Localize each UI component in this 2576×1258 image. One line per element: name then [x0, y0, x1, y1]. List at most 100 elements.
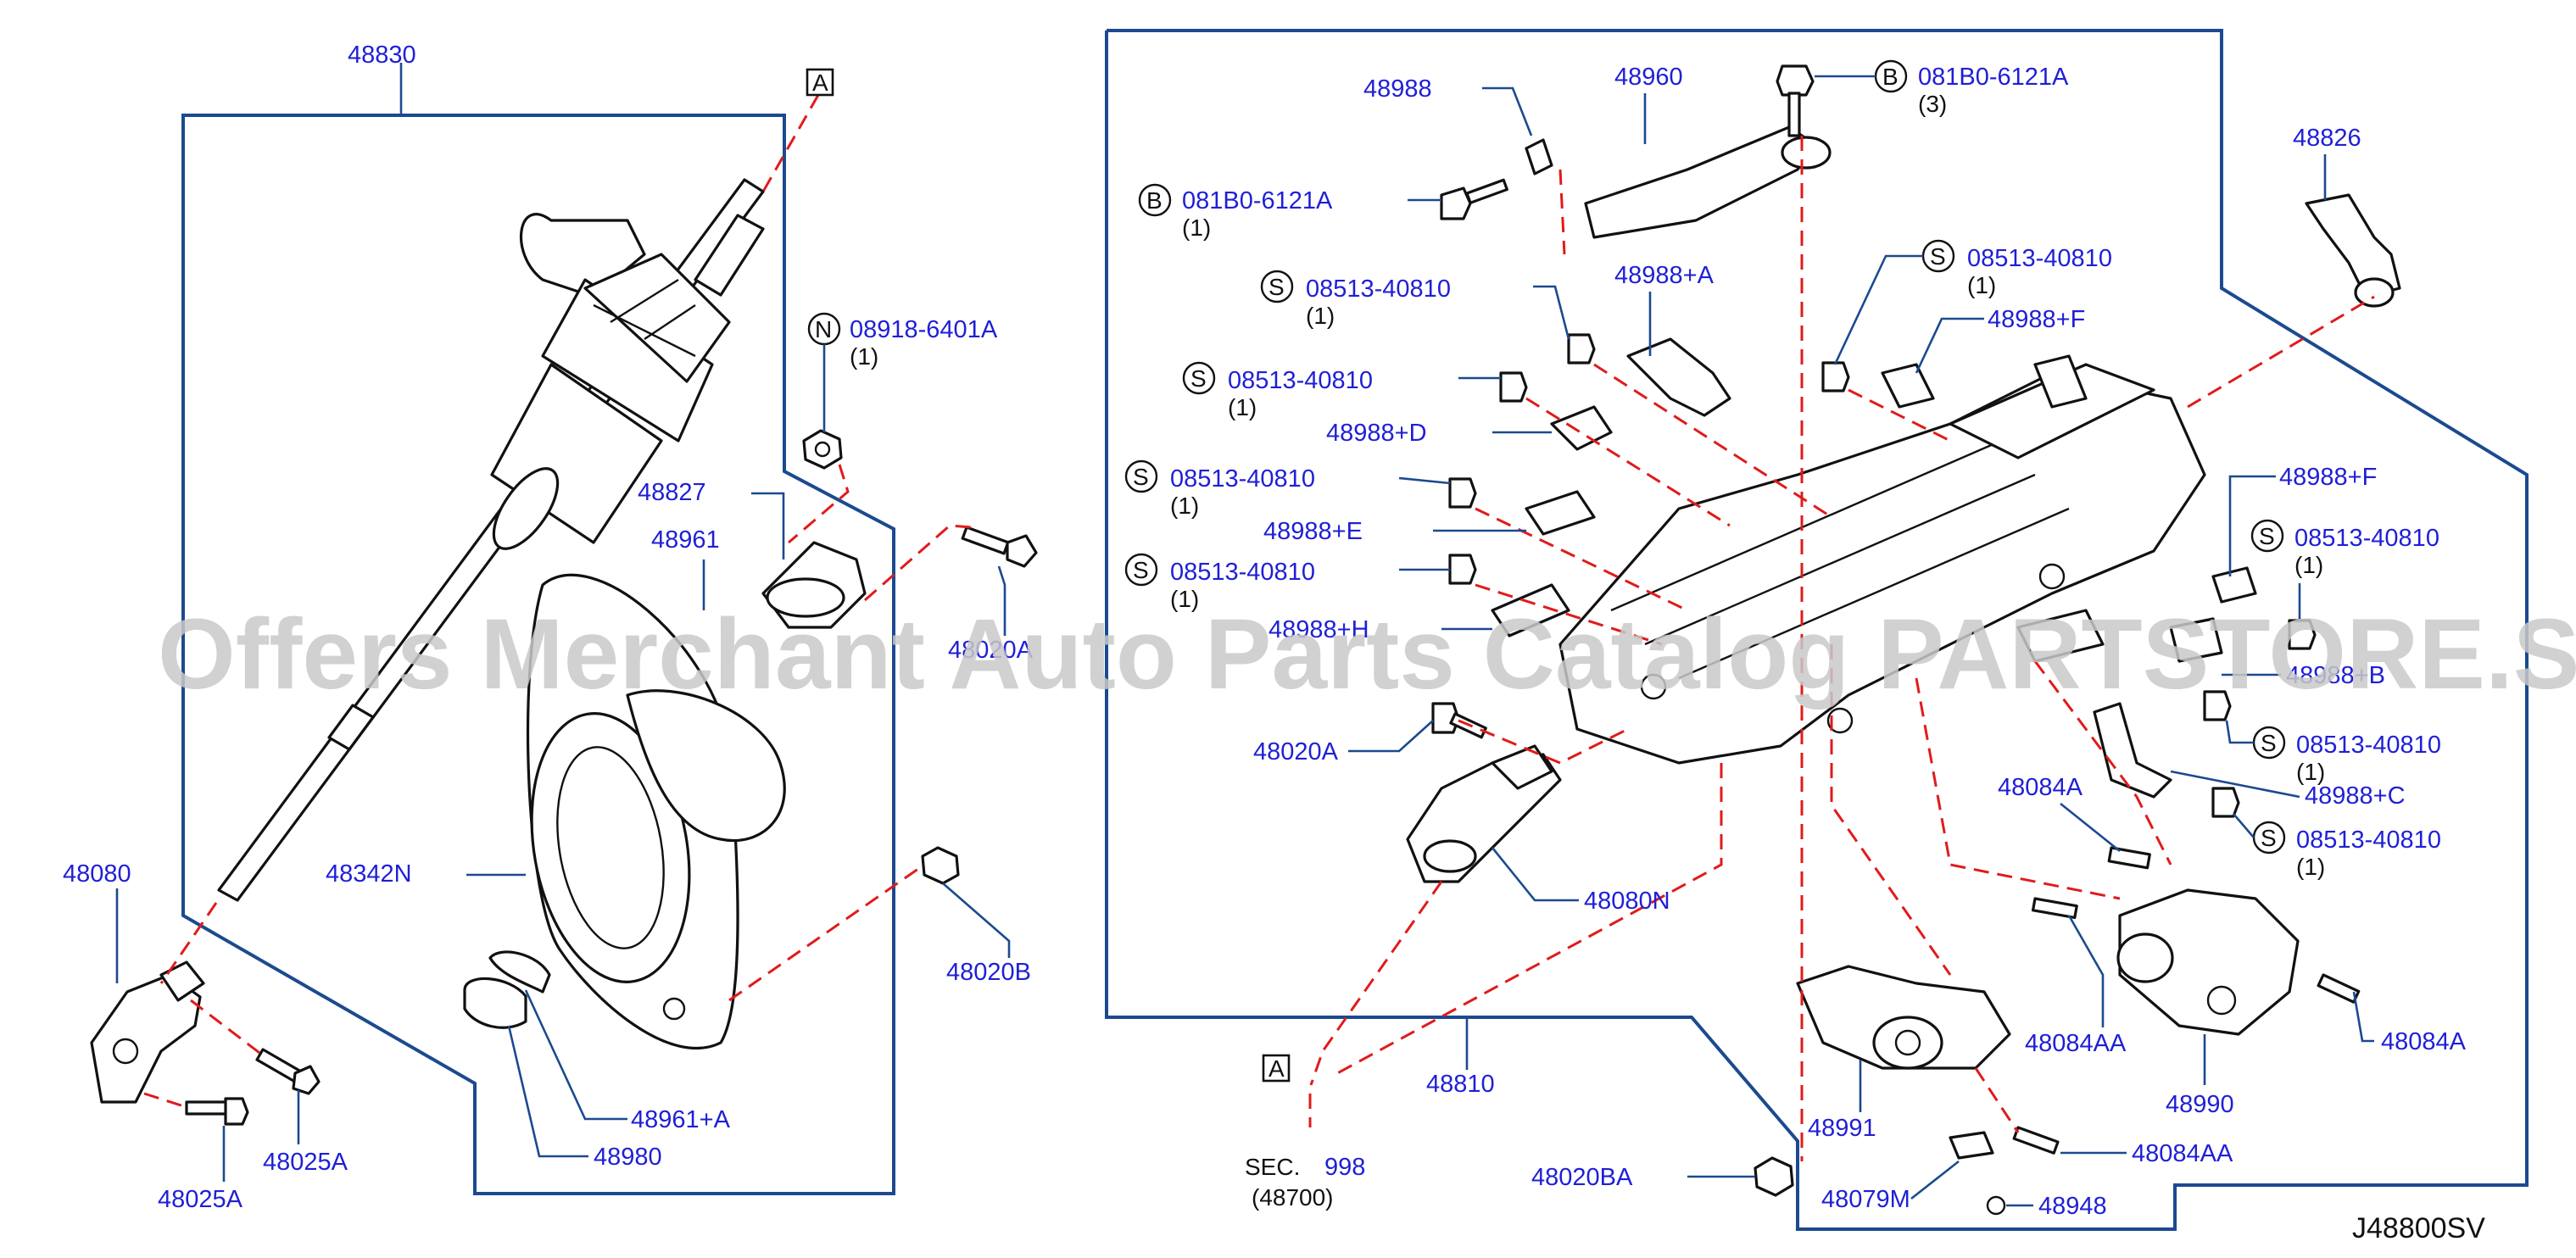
bracket-48988C	[2093, 702, 2172, 799]
label-48020B: 48020B	[946, 959, 1031, 986]
bolt-s8	[2211, 787, 2240, 818]
label-48084A-top: 48084A	[1998, 774, 2083, 801]
leader-48827	[751, 492, 785, 559]
circle-s8-letter: S	[2261, 825, 2277, 851]
hidden-line-s3	[1475, 507, 1688, 612]
bolt-48025A-1	[255, 1048, 321, 1095]
bolt-b-left	[1440, 178, 1508, 220]
label-48025A-2: 48025A	[158, 1186, 243, 1213]
leader-48020A-mid	[1348, 720, 1434, 753]
label-08918: 08918-6401A	[850, 316, 998, 343]
label-48980: 48980	[594, 1144, 662, 1171]
label-s5-qty: (1)	[1967, 272, 1996, 298]
leader-s1	[1533, 285, 1570, 340]
label-48991: 48991	[1808, 1115, 1876, 1142]
frame-48830	[181, 114, 895, 1195]
leader-48084A-right	[2352, 991, 2374, 1043]
leader-48961A	[524, 989, 627, 1121]
marker-a-right	[1262, 1054, 1291, 1083]
hidden-line-48020B	[728, 863, 925, 1002]
hidden-line-48020A	[1458, 719, 1629, 765]
motor-48990	[2116, 888, 2300, 1036]
label-48988F-top: 48988+F	[1988, 306, 2085, 333]
label-08918-qty: (1)	[850, 343, 878, 370]
label-s6: 08513-40810	[2294, 525, 2439, 552]
label-s7-qty: (1)	[2296, 759, 2325, 785]
hidden-line-motor-1	[1830, 644, 1952, 976]
bracket-48988E	[1525, 490, 1596, 536]
label-48827: 48827	[638, 479, 706, 506]
label-48948: 48948	[2038, 1193, 2107, 1220]
label-s3-qty: (1)	[1170, 493, 1199, 519]
label-48084AA-2: 48084AA	[2132, 1140, 2233, 1167]
bracket-48960	[1584, 125, 1832, 239]
nut-08918	[802, 429, 843, 470]
marker-a-left	[806, 68, 834, 97]
label-48826: 48826	[2293, 125, 2361, 152]
circle-b-left	[1138, 183, 1172, 217]
circle-s4-letter: S	[1133, 557, 1149, 583]
leader-48988	[1482, 86, 1533, 136]
nut-48020B	[921, 846, 960, 885]
label-s2-qty: (1)	[1228, 394, 1257, 420]
leader-48980	[507, 1025, 588, 1158]
hidden-line-bolt	[864, 524, 972, 602]
diagram-code: J48800SV	[2352, 1212, 2485, 1244]
ujoint-48080	[90, 960, 205, 1104]
label-s4-qty: (1)	[1170, 586, 1199, 612]
bolt-s7	[2203, 690, 2232, 721]
bolt-s4	[1448, 554, 1477, 585]
circle-s4	[1124, 553, 1158, 587]
clip-48988	[1525, 138, 1553, 175]
bracket-48826	[2305, 193, 2401, 308]
leader-48020B	[942, 882, 1011, 958]
circle-s3	[1124, 459, 1158, 493]
circle-b-left-letter: B	[1146, 187, 1163, 214]
bracket-48988F-right	[2211, 566, 2257, 604]
leader-48084A-top	[2060, 802, 2121, 853]
hidden-line-sec-2	[1330, 763, 1723, 1078]
leader-s5	[1833, 254, 1923, 365]
screw-48084AA-1	[2031, 897, 2078, 920]
label-48990: 48990	[2166, 1091, 2234, 1118]
leader-48079M	[1910, 1160, 1960, 1200]
screw-48948	[1986, 1195, 2006, 1216]
label-s3: 08513-40810	[1170, 465, 1315, 493]
marker-a-left-text: A	[812, 70, 828, 96]
hidden-line-a-top	[761, 94, 820, 192]
label-081B0-left-qty: (1)	[1182, 214, 1211, 241]
bracket-48988D	[1550, 405, 1613, 451]
hidden-line-48084AA	[1974, 1067, 2020, 1133]
marker-a-right-text: A	[1268, 1055, 1285, 1082]
label-s8-qty: (1)	[2296, 854, 2325, 880]
label-48020A-mid: 48020A	[1253, 738, 1339, 765]
hidden-line-nut	[788, 464, 850, 544]
bolt-48020A-left	[961, 526, 1038, 568]
label-s1-qty: (1)	[1306, 303, 1335, 329]
hidden-line-sec-1	[1309, 881, 1443, 1086]
circle-s5-letter: S	[1930, 243, 1946, 270]
leader-48084AA-1	[2067, 915, 2105, 1027]
bolt-s5	[1821, 361, 1850, 392]
hidden-line-s4	[1475, 583, 1663, 646]
label-48342N: 48342N	[326, 860, 412, 888]
sec-prefix: SEC.	[1245, 1154, 1300, 1180]
label-48079M: 48079M	[1821, 1186, 1910, 1213]
hidden-line-s2	[1525, 397, 1731, 527]
screw-48084A-top	[2107, 846, 2151, 870]
circle-b-top-letter: B	[1882, 64, 1899, 90]
label-48988H: 48988+H	[1268, 616, 1369, 643]
ujoint-48080N	[1406, 744, 1562, 883]
label-48988: 48988	[1363, 75, 1432, 103]
bolt-s2	[1499, 371, 1528, 403]
hidden-line-ujoint	[159, 902, 218, 984]
hidden-line-25a	[190, 999, 264, 1057]
sec-number: 998	[1324, 1154, 1365, 1181]
label-48988B: 48988+B	[2286, 662, 2385, 689]
label-48988C: 48988+C	[2305, 782, 2406, 810]
label-48080: 48080	[63, 860, 131, 888]
label-48988D: 48988+D	[1326, 420, 1427, 447]
bracket-48988H	[1491, 583, 1570, 637]
hidden-line-motor-3	[2033, 660, 2172, 866]
